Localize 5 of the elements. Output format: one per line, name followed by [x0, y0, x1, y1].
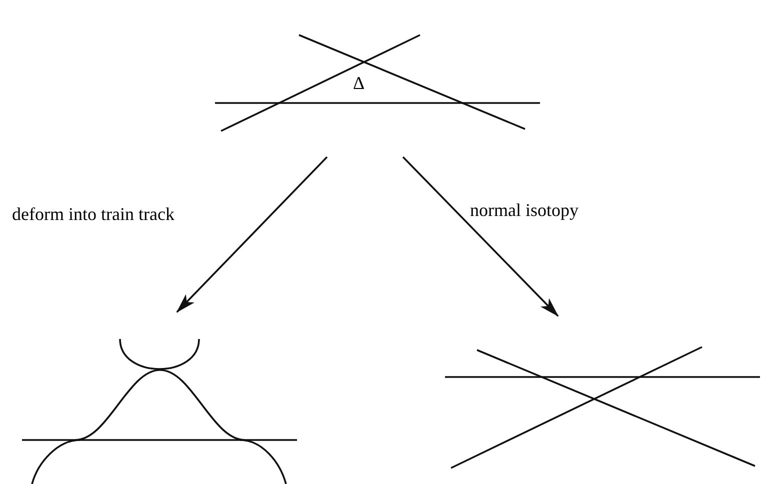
edge-label: normal isotopy: [470, 201, 578, 219]
arrow: [176, 156, 328, 313]
edge-label: deform into train track: [12, 205, 174, 223]
arrow: [402, 156, 559, 317]
delta-label: Δ: [353, 74, 365, 92]
